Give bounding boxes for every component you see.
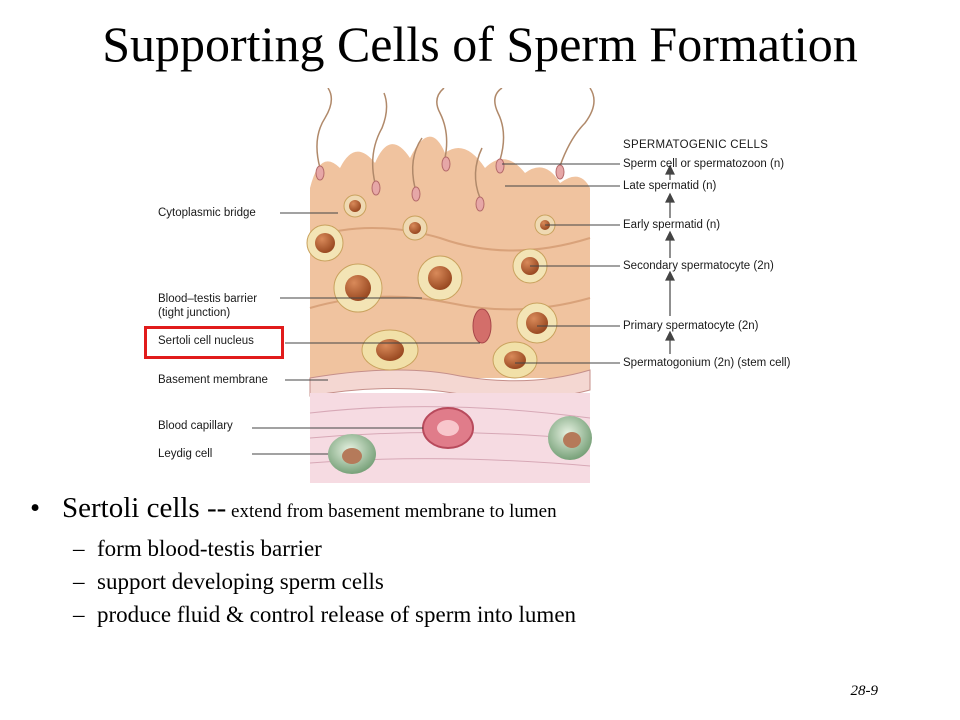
label-tight-junction: (tight junction) bbox=[158, 307, 231, 319]
sub-bullet: –support developing sperm cells bbox=[73, 569, 384, 594]
label-blood-testis-barrier: Blood–testis barrier bbox=[158, 293, 258, 305]
label-secondary-spermatocyte: Secondary spermatocyte (2n) bbox=[623, 260, 774, 272]
page-number: 28-9 bbox=[850, 683, 879, 699]
sub-bullet-text: form blood-testis barrier bbox=[97, 536, 322, 561]
label-sertoli-cell-nucleus: Sertoli cell nucleus bbox=[158, 335, 254, 347]
sub-bullet: –form blood-testis barrier bbox=[73, 536, 322, 561]
seminiferous-tubule-figure: SPERMATOGENIC CELLS Sperm cell or sperma… bbox=[140, 88, 830, 488]
label-basement-membrane: Basement membrane bbox=[158, 374, 268, 386]
label-spermatogonium: Spermatogonium (2n) (stem cell) bbox=[623, 357, 791, 369]
label-early-spermatid: Early spermatid (n) bbox=[623, 219, 721, 231]
label-leydig-cell: Leydig cell bbox=[158, 448, 213, 460]
sperm-head bbox=[411, 186, 421, 202]
sertoli-highlight-box bbox=[144, 326, 284, 359]
sperm-head bbox=[555, 164, 565, 180]
bullet-main-rest: extend from basement membrane to lumen bbox=[226, 501, 557, 522]
sperm-head bbox=[495, 158, 505, 174]
sperm-head bbox=[315, 165, 325, 181]
tubule-illustration bbox=[252, 88, 675, 483]
bullet-sertoli-cells: • Sertoli cells -- extend from basement m… bbox=[30, 488, 930, 532]
label-late-spermatid: Late spermatid (n) bbox=[623, 180, 717, 192]
label-blood-capillary: Blood capillary bbox=[158, 420, 233, 432]
basement-membrane bbox=[309, 369, 591, 400]
bullet-list: • Sertoli cells -- extend from basement m… bbox=[30, 488, 930, 631]
sertoli-nucleus bbox=[472, 308, 492, 344]
label-cytoplasmic-bridge: Cytoplasmic bridge bbox=[158, 207, 256, 219]
label-primary-spermatocyte: Primary spermatocyte (2n) bbox=[623, 320, 759, 332]
spermatogenic-cells-heading: SPERMATOGENIC CELLS bbox=[623, 139, 769, 151]
sperm-head bbox=[475, 196, 485, 212]
label-sperm-cell: Sperm cell or spermatozoon (n) bbox=[623, 158, 785, 170]
sub-bullet: –produce fluid & control release of sper… bbox=[73, 602, 577, 627]
bullet-main-bold: Sertoli cells -- bbox=[62, 492, 227, 524]
sperm-head bbox=[441, 156, 451, 172]
sub-bullet-text: support developing sperm cells bbox=[97, 569, 384, 594]
slide-title: Supporting Cells of Sperm Formation bbox=[102, 16, 858, 72]
sperm-head bbox=[371, 180, 381, 196]
bullet-dot: • bbox=[30, 492, 41, 524]
sub-bullet-text: produce fluid & control release of sperm… bbox=[97, 602, 577, 627]
seminiferous-epithelium bbox=[310, 136, 590, 378]
